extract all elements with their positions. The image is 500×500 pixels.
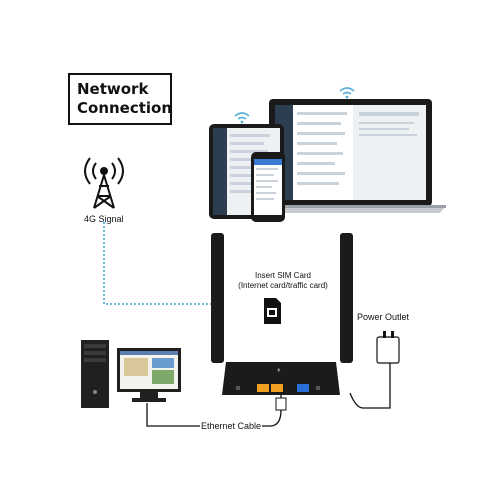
title-box: Network Connection [68,73,172,125]
desktop-monitor [117,348,181,402]
power-plug-icon [376,331,400,364]
router-antenna-left [211,233,224,363]
label-ethernet-cable: Ethernet Cable [200,421,263,431]
power-cable [349,360,391,409]
svg-text:♦: ♦ [277,367,281,374]
wifi-icon-tablet [234,112,250,124]
desktop-tower [81,340,109,408]
label-sim-line-1: Insert SIM Card [254,271,311,280]
label-sim-card: Insert SIM Card (Internet card/traffic c… [228,271,338,291]
label-sim-line-2: (Internet card/traffic card) [238,281,328,290]
ethernet-cable [146,394,282,427]
signal-dotted-line [103,222,213,305]
title-line-1: Network [77,80,149,98]
label-4g-signal: 4G Signal [84,214,124,224]
sim-card-icon [264,298,281,324]
laptop [258,99,446,213]
router: ♦ [222,362,340,395]
cell-tower-icon [84,157,124,209]
title-line-2: Connection [77,99,173,117]
phone [251,152,285,222]
label-power-outlet: Power Outlet [357,312,410,322]
ethernet-connector [275,397,287,411]
router-antenna-right [340,233,353,363]
wifi-icon-laptop [339,87,355,99]
